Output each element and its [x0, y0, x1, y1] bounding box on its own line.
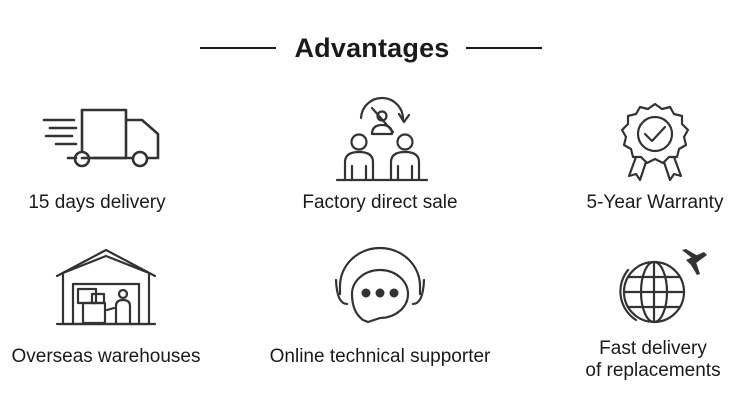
feature-label: Online technical supporter [269, 346, 491, 367]
feature-fast-delivery-of-replacements: Fast delivery of replacements [528, 246, 750, 386]
delivery-truck-icon [42, 108, 160, 168]
factory-direct-sale-icon [335, 96, 429, 182]
globe-airplane-icon [619, 249, 707, 324]
feature-factory-direct-sale: Factory direct sale [255, 96, 505, 220]
warehouse-icon [55, 248, 157, 326]
feature-label: 5-Year Warranty [586, 192, 724, 213]
feature-label-line-2: of replacements [585, 360, 721, 381]
section-header: Advantages [0, 28, 750, 68]
feature-label-multiline: Fast delivery of replacements [528, 338, 750, 382]
feature-online-technical-supporter: Online technical supporter [255, 246, 505, 376]
header-divider-left [200, 47, 276, 49]
header-divider-right [466, 47, 542, 49]
feature-5-year-warranty: 5-Year Warranty [530, 100, 750, 220]
feature-label: Overseas warehouses [11, 346, 201, 367]
feature-label-line-1: Fast delivery [599, 338, 707, 359]
headset-chat-icon [334, 246, 426, 324]
warranty-badge-icon [620, 102, 690, 182]
section-title: Advantages [294, 33, 450, 63]
feature-label: Factory direct sale [302, 192, 458, 213]
feature-15-days-delivery: 15 days delivery [0, 100, 222, 220]
feature-label: 15 days delivery [28, 192, 166, 213]
feature-overseas-warehouses: Overseas warehouses [0, 246, 231, 376]
